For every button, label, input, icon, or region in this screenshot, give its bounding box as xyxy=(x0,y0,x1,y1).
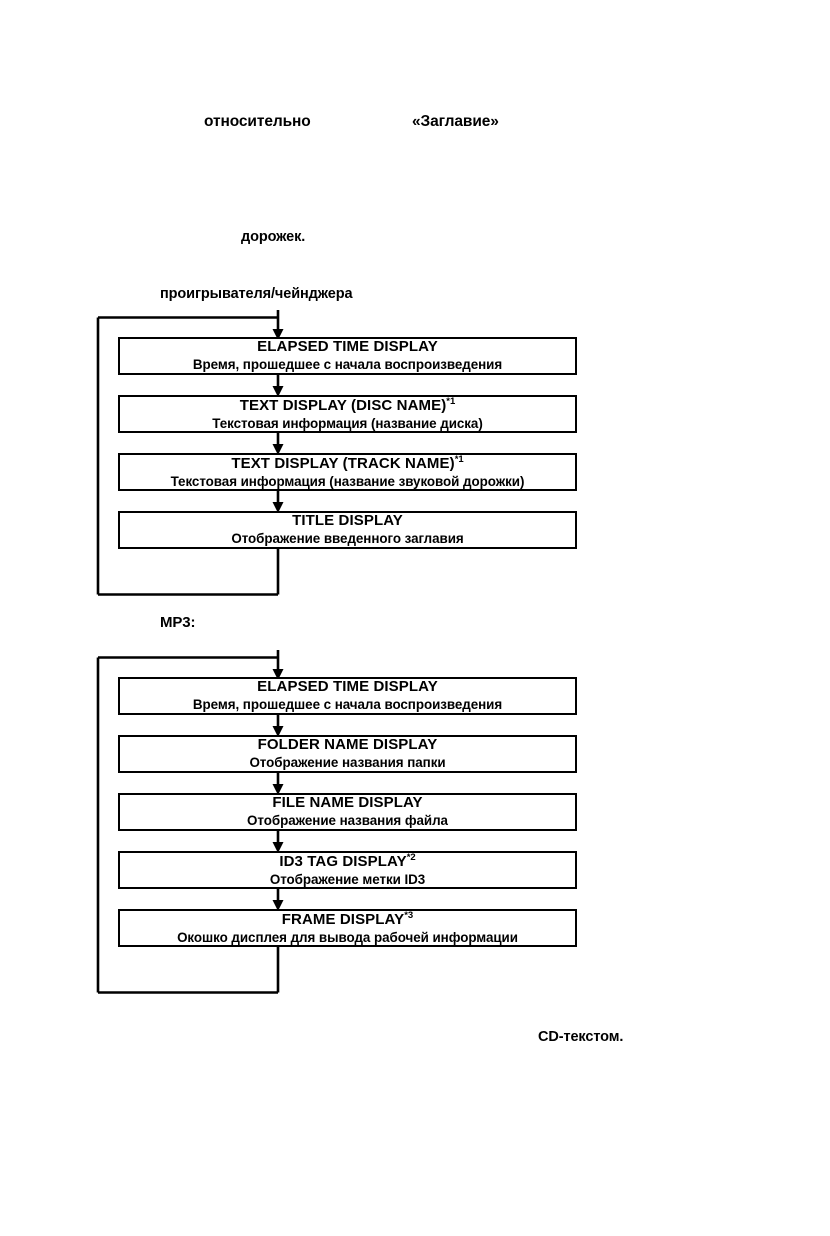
flow-cd-connectors xyxy=(96,310,284,596)
node-text-display-disc-name[interactable]: TEXT DISPLAY (DISC NAME)*1 Текстовая инф… xyxy=(118,395,577,433)
node-title: ID3 TAG DISPLAY*2 xyxy=(279,851,416,871)
node-title-text: TEXT DISPLAY (DISC NAME) xyxy=(239,396,447,414)
flow-cd-nodes: ELAPSED TIME DISPLAY Время, прошедшее с … xyxy=(0,310,830,602)
node-title-footnote: *1 xyxy=(454,453,464,465)
node-title-display[interactable]: TITLE DISPLAY Отображение введенного заг… xyxy=(118,511,577,549)
flow-mp3-entry-label: MP3: xyxy=(160,614,196,631)
flowchart-mp3-display-cycle: ELAPSED TIME DISPLAY Время, прошедшее с … xyxy=(0,650,830,1000)
node-frame-display[interactable]: FRAME DISPLAY*3 Окошко дисплея для вывод… xyxy=(118,909,577,947)
node-title-text: TEXT DISPLAY (TRACK NAME) xyxy=(231,454,455,472)
node-title-footnote: *1 xyxy=(446,395,456,407)
text-fragment-cd-text: CD-текстом. xyxy=(538,1029,624,1045)
node-description: Текстовая информация (название диска) xyxy=(212,415,483,431)
flow-cd-arrowheads xyxy=(272,329,284,513)
node-folder-name-display[interactable]: FOLDER NAME DISPLAY Отображение названия… xyxy=(118,735,577,773)
node-title: FOLDER NAME DISPLAY xyxy=(257,736,438,754)
text-fragment-relative: относительно xyxy=(204,113,311,130)
node-description: Отображение названия папки xyxy=(249,755,446,771)
node-title: FILE NAME DISPLAY xyxy=(272,794,423,812)
node-title-footnote: *2 xyxy=(406,851,416,863)
node-title: TEXT DISPLAY (DISC NAME)*1 xyxy=(239,395,456,415)
text-fragment-title-word: «Заглавие» xyxy=(412,113,499,130)
node-text-display-track-name[interactable]: TEXT DISPLAY (TRACK NAME)*1 Текстовая ин… xyxy=(118,453,577,491)
node-elapsed-time-display[interactable]: ELAPSED TIME DISPLAY Время, прошедшее с … xyxy=(118,677,577,715)
node-description: Текстовая информация (название звуковой … xyxy=(170,473,525,489)
flow-mp3-arrowheads xyxy=(272,669,284,911)
text-fragment-tracks: дорожек. xyxy=(241,229,306,245)
node-description: Время, прошедшее с начала воспроизведени… xyxy=(192,357,503,373)
node-title: FRAME DISPLAY*3 xyxy=(281,909,414,929)
flow-cd-entry-label: проигрывателя/чейнджера xyxy=(160,286,353,302)
node-id3-tag-display[interactable]: ID3 TAG DISPLAY*2 Отображение метки ID3 xyxy=(118,851,577,889)
node-title: TITLE DISPLAY xyxy=(292,512,403,530)
node-description: Отображение названия файла xyxy=(247,813,448,829)
node-title: ELAPSED TIME DISPLAY xyxy=(257,338,438,356)
flow-mp3-connectors xyxy=(96,650,284,994)
node-title: ELAPSED TIME DISPLAY xyxy=(257,678,438,696)
node-description: Отображение введенного заглавия xyxy=(231,531,464,547)
node-description: Окошко дисплея для вывода рабочей информ… xyxy=(177,929,518,945)
node-title-text: FRAME DISPLAY xyxy=(281,910,405,928)
flowchart-cd-display-cycle: ELAPSED TIME DISPLAY Время, прошедшее с … xyxy=(0,310,830,602)
node-description: Отображение метки ID3 xyxy=(269,871,426,887)
node-elapsed-time-display[interactable]: ELAPSED TIME DISPLAY Время, прошедшее с … xyxy=(118,337,577,375)
node-file-name-display[interactable]: FILE NAME DISPLAY Отображение названия ф… xyxy=(118,793,577,831)
node-title-text: ID3 TAG DISPLAY xyxy=(279,852,407,870)
flow-mp3-nodes: ELAPSED TIME DISPLAY Время, прошедшее с … xyxy=(0,650,830,1000)
node-title-footnote: *3 xyxy=(404,909,414,921)
node-description: Время, прошедшее с начала воспроизведени… xyxy=(192,697,503,713)
node-title: TEXT DISPLAY (TRACK NAME)*1 xyxy=(231,453,464,473)
